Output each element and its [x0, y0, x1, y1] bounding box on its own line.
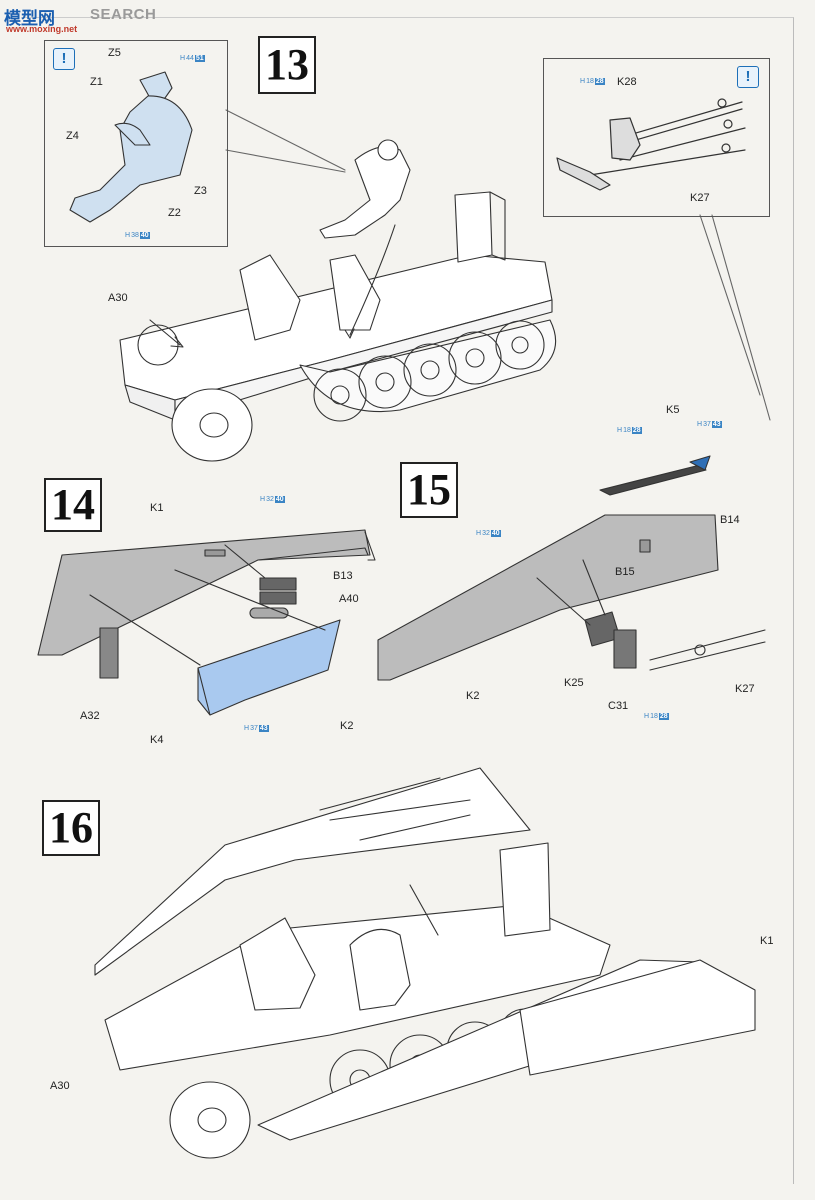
watermark-logo: 模型网	[4, 9, 55, 29]
step-number-16: 16	[42, 800, 100, 856]
part-label: A30	[50, 1080, 70, 1092]
part-label: C31	[608, 700, 629, 712]
part-label: Z3	[194, 185, 207, 197]
part-k4-drawing	[197, 619, 341, 716]
inset-figure-step13	[44, 40, 228, 247]
part-label: Z5	[108, 47, 121, 59]
watermark-url: www.moxing.net	[6, 24, 78, 34]
part-b13-drawing	[259, 577, 297, 605]
part-c31-drawing	[613, 629, 637, 669]
part-label: K28	[617, 76, 637, 88]
part-label: Z1	[90, 76, 103, 88]
part-label: K27	[735, 683, 755, 695]
page-frame	[21, 17, 794, 1184]
part-label: K27	[690, 192, 710, 204]
part-label: K2	[340, 720, 354, 732]
part-label: K25	[564, 677, 584, 689]
watermark-word: SEARCH	[90, 6, 157, 23]
part-label: A40	[339, 593, 359, 605]
inset-guns-step13	[543, 58, 770, 217]
part-label: K5	[666, 404, 680, 416]
part-label: B15	[615, 566, 635, 578]
glue-drop-icon: !	[737, 66, 759, 88]
part-a32-drawing	[99, 627, 119, 679]
step-number-14: 14	[44, 478, 102, 532]
glue-drop-icon: !	[53, 48, 75, 70]
vehicle-step13-drawing	[119, 139, 557, 462]
vehicle-step16-drawing	[94, 767, 756, 1159]
roadwheels-step13	[137, 320, 545, 422]
part-label: A30	[108, 292, 128, 304]
part-label: Z4	[66, 130, 79, 142]
fender-k2-drawing	[377, 514, 719, 681]
step-number-13: 13	[258, 36, 316, 94]
part-label: K1	[760, 935, 774, 947]
step-number-15: 15	[400, 462, 458, 518]
figure-inset13-drawing	[69, 71, 193, 223]
part-label: A32	[80, 710, 100, 722]
guns-inset13-drawing	[556, 98, 746, 191]
mg-k5-drawing	[599, 455, 711, 496]
part-label: B14	[720, 514, 740, 526]
site-watermark: 模型网 SEARCH www.moxing.net	[4, 2, 174, 38]
part-label: K2	[466, 690, 480, 702]
part-label: B13	[333, 570, 353, 582]
part-label: Z2	[168, 207, 181, 219]
part-label: K4	[150, 734, 164, 746]
rifles-step15-drawing	[649, 629, 766, 671]
fender-k1-drawing	[37, 529, 376, 656]
part-label: K1	[150, 502, 164, 514]
